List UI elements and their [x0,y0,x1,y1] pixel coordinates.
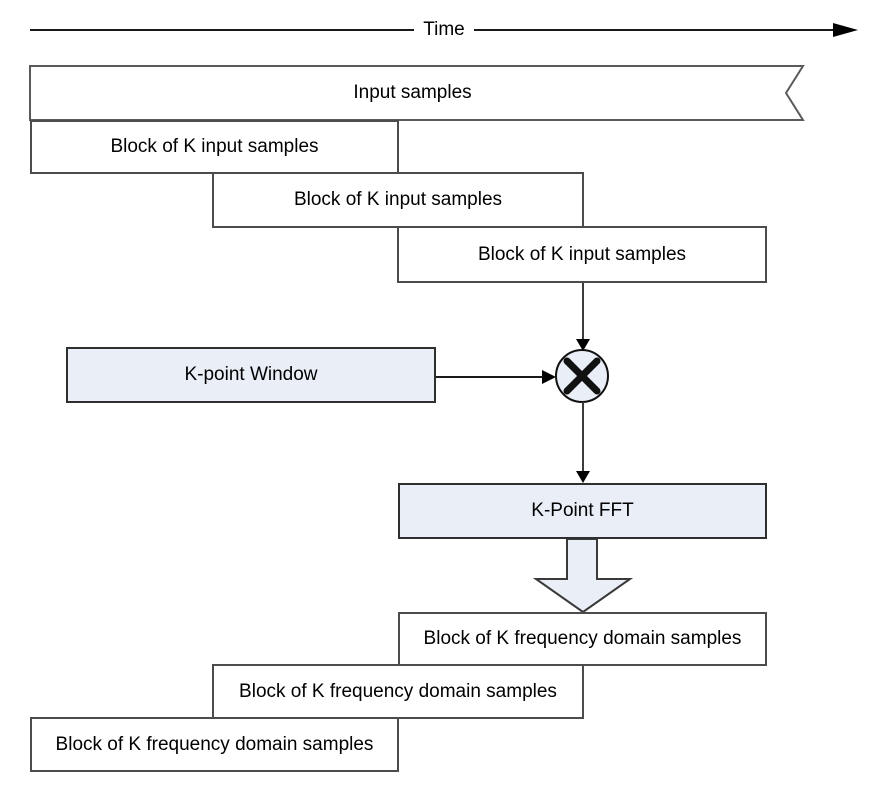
input-samples-label: Input samples [353,81,472,103]
output-block-1: Block of K frequency domain samples [398,612,767,666]
window-box: K-point Window [66,347,436,403]
time-arrowhead-icon [833,23,858,37]
fft-output-block-arrow-icon [532,538,634,614]
block-to-multiply-arrowhead-icon [576,339,590,351]
output-block-3: Block of K frequency domain samples [30,717,399,772]
window-to-multiply-arrowhead-icon [542,370,556,384]
input-block-3: Block of K input samples [397,226,767,283]
multiply-icon [555,349,609,403]
time-axis-label: Time [414,18,474,42]
multiply-to-fft-arrowhead-icon [576,471,590,483]
input-samples-strip [29,65,805,121]
input-block-2: Block of K input samples [212,172,584,228]
fft-box: K-Point FFT [398,483,767,539]
output-block-2: Block of K frequency domain samples [212,664,584,719]
input-block-1: Block of K input samples [30,120,399,174]
